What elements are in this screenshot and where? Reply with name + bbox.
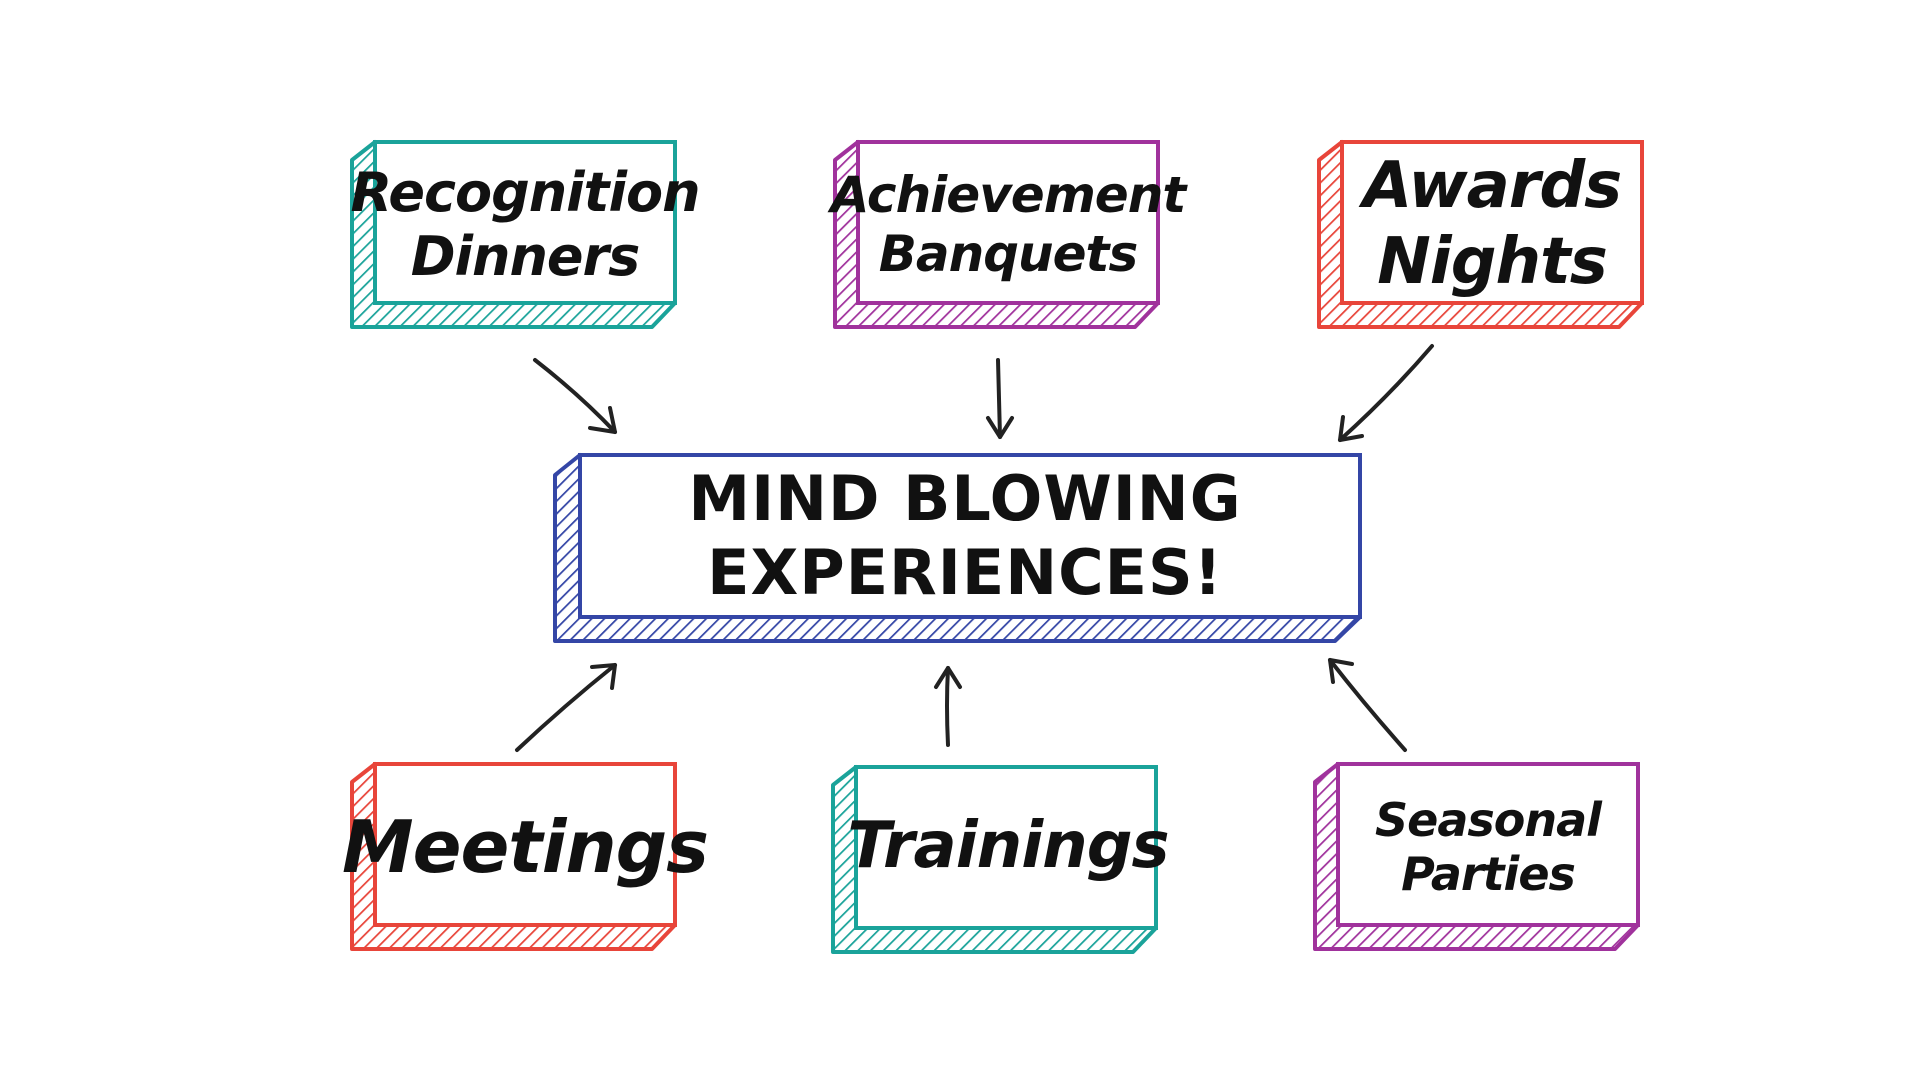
node-center-box [553,453,1362,643]
node-trainings-label: Trainings [847,809,1169,884]
arrow-trainings-to-center [934,666,962,747]
node-achievement-banquets-label: Achievement Banquets [830,166,1186,283]
node-seasonal-parties-label: Seasonal Parties [1375,792,1602,901]
arrow-achievement-to-center [986,358,1014,439]
node-meetings-box [350,762,677,951]
arrow-awards-to-center [1338,344,1434,442]
node-recognition-dinners-box [350,140,677,329]
node-awards-nights-label: Awards Nights [1362,149,1622,299]
arrow-meetings-to-center [515,663,617,752]
node-seasonal-parties-box [1313,762,1640,951]
node-awards-nights-box [1317,140,1644,329]
node-achievement-banquets-box [833,140,1160,329]
node-trainings-box [831,765,1158,954]
node-recognition-dinners-label: Recognition Dinners [350,161,700,288]
arrow-recognition-to-center [533,358,617,434]
arrow-seasonal-to-center [1328,658,1407,752]
node-center-label: MIND BLOWING EXPERIENCES! [688,462,1242,609]
node-meetings-label: Meetings [341,804,709,889]
